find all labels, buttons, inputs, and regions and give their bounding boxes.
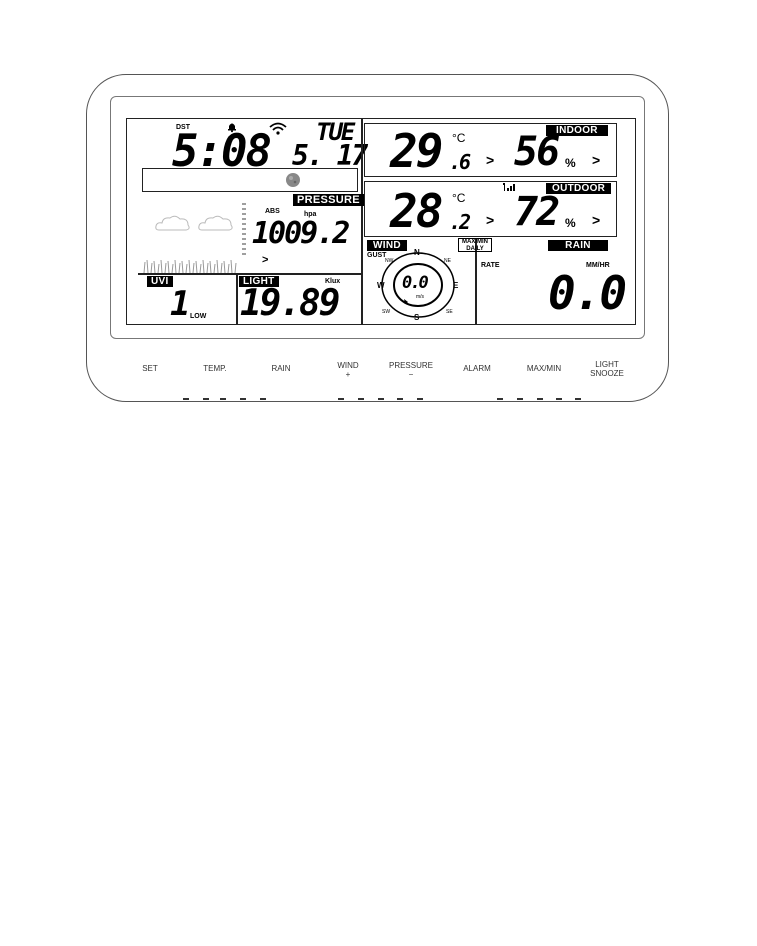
lower-left-divider (138, 273, 361, 275)
rain-label: RAIN (548, 240, 608, 251)
button-tick (397, 398, 403, 400)
button-tick (240, 398, 246, 400)
wind-unit: m/s (416, 294, 424, 300)
button-tick (556, 398, 562, 400)
maxmin-daily-box: MAX/MIN DAILY (458, 238, 492, 252)
button-tick (417, 398, 423, 400)
light-snooze-button[interactable]: LIGHT SNOOZE (585, 360, 629, 378)
calendar-date: 5. 17 (292, 142, 366, 170)
button-tick (517, 398, 523, 400)
pressure-history-scale (241, 202, 251, 260)
rain-rate-label: RATE (481, 262, 500, 269)
rain-rate-value: 0.0 (548, 270, 625, 316)
button-tick (358, 398, 364, 400)
uvi-label: UVI (147, 276, 173, 287)
indoor-temp-unit: °C (452, 131, 465, 145)
indoor-temp-decimal: .6 (449, 152, 469, 172)
outdoor-temp-arrow: > (486, 212, 494, 228)
outdoor-temp-unit: °C (452, 191, 465, 205)
light-button-label: LIGHT (585, 360, 629, 369)
outdoor-temp: 28 (390, 188, 441, 234)
button-tick (537, 398, 543, 400)
compass-n: N (414, 248, 420, 257)
button-tick (338, 398, 344, 400)
snooze-label: SNOOZE (585, 369, 629, 378)
maxmin-button[interactable]: MAX/MIN (523, 364, 565, 373)
cloud-icon (198, 212, 234, 234)
button-tick (378, 398, 384, 400)
maxmin-line2: DAILY (459, 246, 491, 253)
pressure-mode: ABS (265, 208, 280, 215)
wind-speed: 0.0 (402, 275, 427, 292)
maxmin-line1: MAX/MIN (459, 239, 491, 246)
compass-w: W (377, 281, 385, 290)
light-value: 19.89 (240, 286, 338, 322)
moon-phase-icon (285, 172, 301, 188)
pressure-button-label: PRESSURE (386, 361, 436, 370)
compass-nw: NW (385, 258, 393, 264)
button-tick (220, 398, 226, 400)
wind-plus-button[interactable]: WIND + (330, 361, 366, 379)
outdoor-humidity-arrow: > (592, 212, 600, 228)
pressure-value: 1009.2 (252, 219, 348, 249)
button-tick (575, 398, 581, 400)
compass-se: SE (446, 309, 453, 315)
indoor-humidity-arrow: > (592, 152, 600, 168)
uvi-value: 1 (170, 287, 188, 321)
outdoor-humidity-unit: % (565, 216, 576, 230)
wind-button-label: WIND (330, 361, 366, 370)
center-divider (361, 118, 363, 325)
plus-label: + (330, 370, 366, 379)
button-tick (183, 398, 189, 400)
compass-e: E (453, 281, 458, 290)
rain-button[interactable]: RAIN (265, 364, 297, 373)
cloud-icon (155, 212, 191, 234)
outdoor-temp-decimal: .2 (449, 212, 469, 232)
compass-s: S (414, 313, 419, 322)
outdoor-humidity: 72 (514, 192, 558, 232)
indoor-humidity: 56 (514, 132, 558, 172)
button-tick (260, 398, 266, 400)
compass-ne: NE (444, 258, 451, 264)
uvi-light-divider (236, 273, 238, 325)
button-tick (497, 398, 503, 400)
uvi-level: LOW (190, 313, 206, 320)
pressure-label: PRESSURE (293, 194, 364, 206)
indoor-temp: 29 (390, 128, 441, 174)
indoor-temp-arrow: > (486, 152, 494, 168)
pressure-minus-button[interactable]: PRESSURE − (386, 361, 436, 379)
button-tick (203, 398, 209, 400)
moon-phase-bar (142, 168, 358, 192)
compass-sw: SW (382, 309, 390, 315)
grass-icon (142, 258, 237, 273)
indoor-humidity-unit: % (565, 156, 576, 170)
pressure-arrow: > (262, 254, 268, 266)
set-button[interactable]: SET (135, 364, 165, 373)
minus-label: − (386, 370, 436, 379)
alarm-button[interactable]: ALARM (460, 364, 494, 373)
temp-button[interactable]: TEMP. (197, 364, 233, 373)
wifi-icon (268, 121, 288, 135)
